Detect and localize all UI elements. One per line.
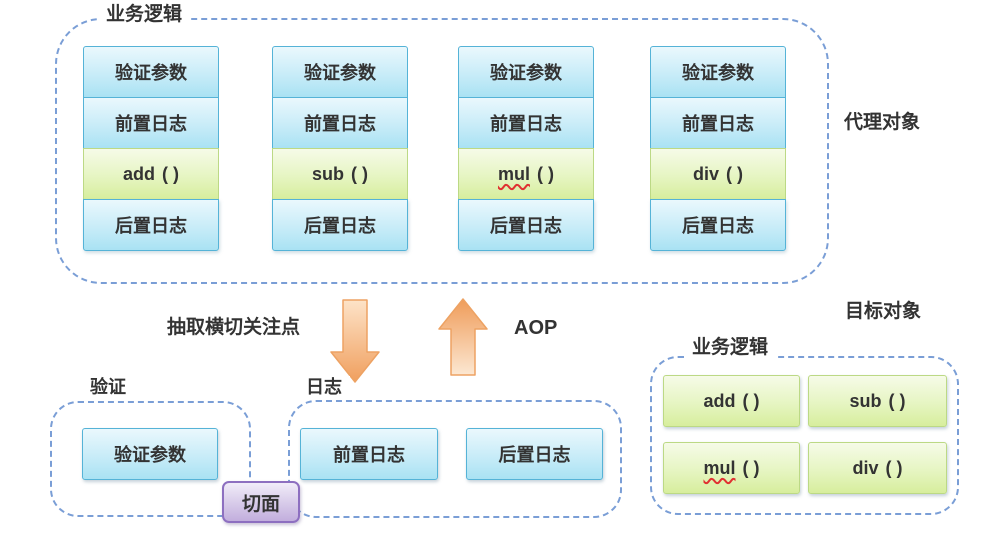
after-log-cell: 后置日志 bbox=[83, 199, 219, 251]
method-stack: 验证参数 前置日志 sub ( ) 后置日志 bbox=[272, 46, 408, 251]
validate-cell: 验证参数 bbox=[650, 46, 786, 98]
before-log-cell: 前置日志 bbox=[458, 97, 594, 149]
before-log-cell: 前置日志 bbox=[272, 97, 408, 149]
method-name: mul bbox=[497, 163, 530, 184]
logging-group-box bbox=[288, 400, 622, 518]
validate-cell: 验证参数 bbox=[83, 46, 219, 98]
after-log-cell: 后置日志 bbox=[458, 199, 594, 251]
validate-param-box: 验证参数 bbox=[82, 428, 218, 480]
method-name: sub bbox=[849, 390, 882, 411]
proxy-group-label: 业务逻辑 bbox=[98, 4, 191, 26]
method-parens: ( ) bbox=[351, 163, 368, 184]
method-parens: ( ) bbox=[885, 457, 903, 478]
target-object-label: 目标对象 bbox=[845, 301, 922, 322]
method-box: sub ( ) bbox=[808, 375, 947, 427]
proxy-object-label: 代理对象 bbox=[844, 112, 921, 133]
extract-crosscut-label: 抽取横切关注点 bbox=[167, 317, 301, 338]
before-log-box: 前置日志 bbox=[300, 428, 438, 480]
method-name: sub bbox=[311, 163, 344, 184]
method-name: mul bbox=[703, 457, 736, 478]
method-parens: ( ) bbox=[162, 163, 179, 184]
target-group-label: 业务逻辑 bbox=[684, 337, 777, 359]
before-log-cell: 前置日志 bbox=[650, 97, 786, 149]
method-box: add ( ) bbox=[663, 375, 800, 427]
method-box: div ( ) bbox=[808, 442, 947, 494]
method-cell: add ( ) bbox=[83, 148, 219, 200]
validation-group-label: 验证 bbox=[82, 376, 134, 398]
aop-label: AOP bbox=[514, 317, 558, 339]
down-arrow-icon bbox=[330, 299, 380, 383]
method-parens: ( ) bbox=[537, 163, 554, 184]
after-log-box: 后置日志 bbox=[466, 428, 603, 480]
method-parens: ( ) bbox=[742, 390, 760, 411]
method-stack: 验证参数 前置日志 add ( ) 后置日志 bbox=[83, 46, 219, 251]
method-name: add bbox=[122, 163, 155, 184]
method-box: mul ( ) bbox=[663, 442, 800, 494]
aspect-tag: 切面 bbox=[222, 481, 300, 523]
method-name: add bbox=[703, 390, 736, 411]
proxy-group-box bbox=[55, 18, 829, 284]
target-group-box bbox=[650, 356, 959, 515]
method-name: div bbox=[852, 457, 879, 478]
method-parens: ( ) bbox=[888, 390, 906, 411]
logging-group-label: 日志 bbox=[298, 376, 350, 398]
method-stack: 验证参数 前置日志 mul ( ) 后置日志 bbox=[458, 46, 594, 251]
method-parens: ( ) bbox=[726, 163, 743, 184]
method-cell: mul ( ) bbox=[458, 148, 594, 200]
validation-group-box bbox=[50, 401, 251, 517]
before-log-cell: 前置日志 bbox=[83, 97, 219, 149]
after-log-cell: 后置日志 bbox=[272, 199, 408, 251]
after-log-cell: 后置日志 bbox=[650, 199, 786, 251]
validate-cell: 验证参数 bbox=[272, 46, 408, 98]
method-cell: div ( ) bbox=[650, 148, 786, 200]
up-arrow-icon bbox=[438, 298, 488, 376]
validate-cell: 验证参数 bbox=[458, 46, 594, 98]
method-name: div bbox=[692, 163, 719, 184]
method-stack: 验证参数 前置日志 div ( ) 后置日志 bbox=[650, 46, 786, 251]
method-cell: sub ( ) bbox=[272, 148, 408, 200]
method-parens: ( ) bbox=[742, 457, 760, 478]
